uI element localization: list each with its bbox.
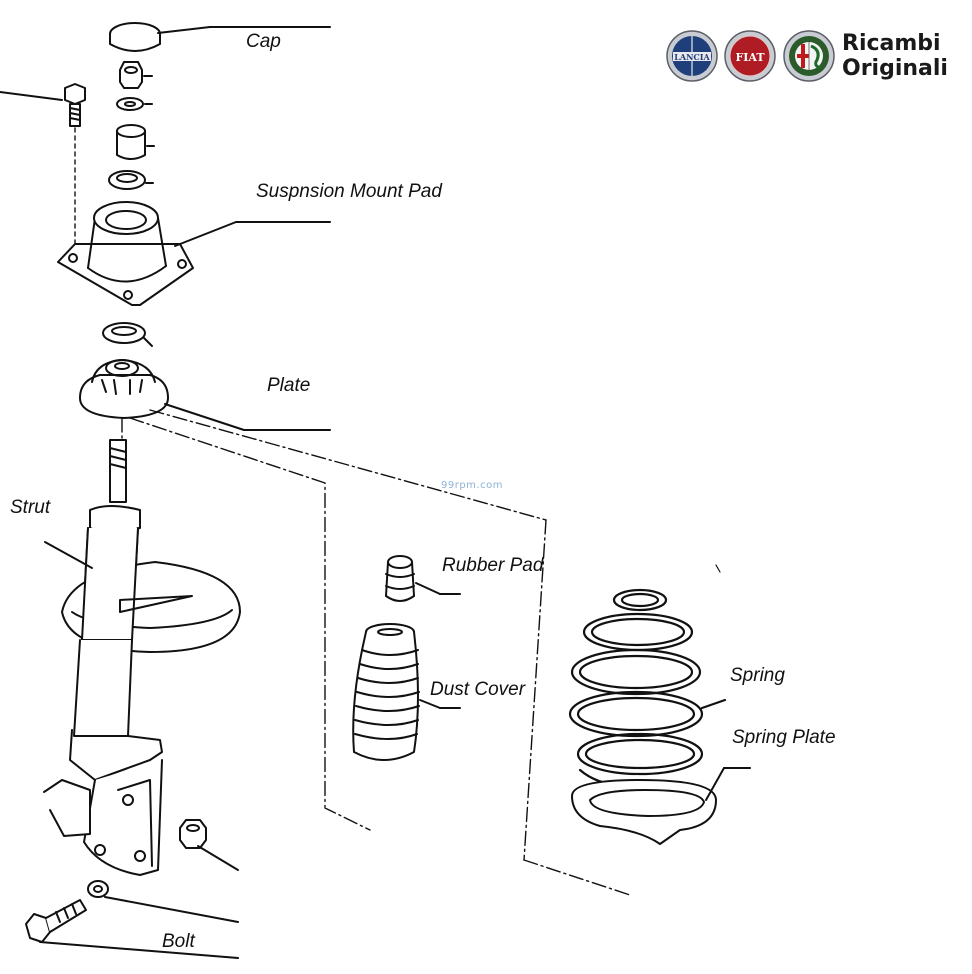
lower-bolt-part <box>25 899 239 959</box>
ring-part <box>108 170 154 190</box>
dust-cover-label: Dust Cover <box>430 679 526 700</box>
watermark-text: 99rpm.com <box>441 480 503 491</box>
spring-plate-part <box>571 767 751 845</box>
alfa-romeo-logo-icon <box>783 30 835 82</box>
bushing-part <box>116 124 155 160</box>
brand-line-1: Ricambi <box>842 31 941 56</box>
upper-bolt-part <box>0 83 86 246</box>
mount-pad-part <box>57 201 331 306</box>
lancia-logo-text: LANCIA <box>674 52 710 62</box>
spring-plate-label: Spring Plate <box>732 727 836 748</box>
fiat-logo-text: FIAT <box>735 51 765 64</box>
cap-part <box>109 22 331 52</box>
rubber-pad-part <box>385 555 461 602</box>
dust-cover-part <box>352 623 461 761</box>
plate-part <box>79 359 331 431</box>
brand-line-2: Originali <box>842 56 948 81</box>
spring-part <box>568 564 727 788</box>
fiat-logo-icon: FIAT <box>724 30 776 82</box>
lower-washer-part <box>87 880 239 923</box>
rubber-pad-label: Rubber Pad <box>442 555 544 576</box>
lancia-logo-icon: LANCIA <box>666 30 718 82</box>
spring-label: Spring <box>730 665 785 686</box>
bolt-label: Bolt <box>162 931 195 952</box>
cap-label: Cap <box>246 31 281 52</box>
lower-ring-part <box>102 322 153 347</box>
strut-label: Strut <box>10 497 51 518</box>
plate-label: Plate <box>267 375 311 396</box>
washer-part <box>116 97 153 111</box>
strut-nut-part <box>179 819 239 871</box>
strut-part <box>43 439 241 876</box>
assembly-guide-lines <box>121 409 631 896</box>
top-nut-part <box>119 61 153 89</box>
mount-pad-label: Suspnsion Mount Pad <box>256 181 442 202</box>
